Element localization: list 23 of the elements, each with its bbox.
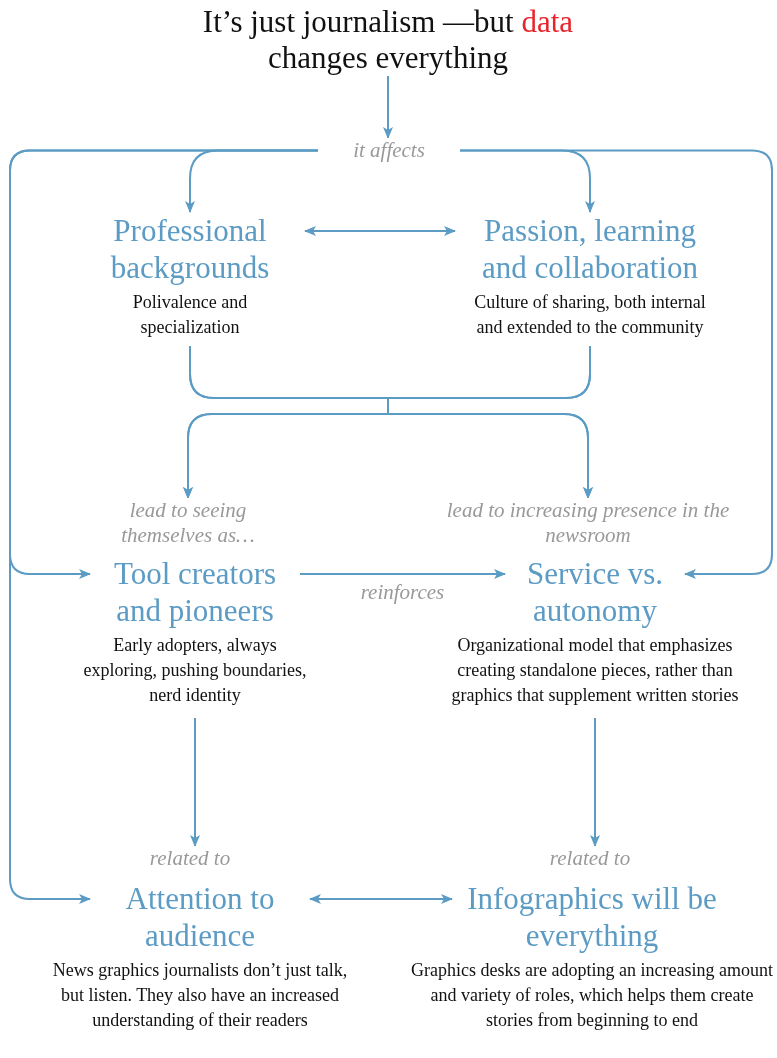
- node-description: Graphics desks are adopting an increasing amount and variety of roles, which helps them create stories from beginning to end: [410, 959, 774, 1032]
- node-heading: Passion, learning and collaboration: [480, 212, 700, 286]
- node-description: News graphics journalists don’t just talk, but listen. They also have an increased understanding of their readers: [51, 959, 349, 1032]
- node-description: Polivalence and specialization: [131, 291, 249, 339]
- node-heading: Tool creators and pioneers: [112, 555, 278, 629]
- arrow: [190, 717, 200, 847]
- heading-text: It’s just journalism —but data changes everything: [201, 4, 575, 76]
- node-description: Organizational model that emphasizes creating standalone pieces, rather than graphics that supplement written stories: [450, 634, 740, 707]
- arrow: [387, 345, 593, 499]
- arrow: [299, 569, 506, 579]
- node-description: Early adopters, always exploring, pushing boundaries, nerd identity: [82, 634, 308, 707]
- arrow: [309, 894, 453, 904]
- node-description: Culture of sharing, both internal and extended to the community: [473, 291, 707, 339]
- arrow: [383, 75, 393, 139]
- node-heading: Professional backgrounds: [109, 212, 271, 286]
- arrow: [590, 717, 600, 847]
- arrow: [304, 226, 456, 236]
- node-heading: Infographics will be everything: [466, 880, 718, 954]
- edge-label: reinforces: [360, 580, 445, 605]
- node-heading: Attention to audience: [124, 880, 276, 954]
- arrow: [459, 149, 773, 579]
- arrow: [9, 149, 319, 904]
- node-heading: Service vs. autonomy: [526, 555, 664, 629]
